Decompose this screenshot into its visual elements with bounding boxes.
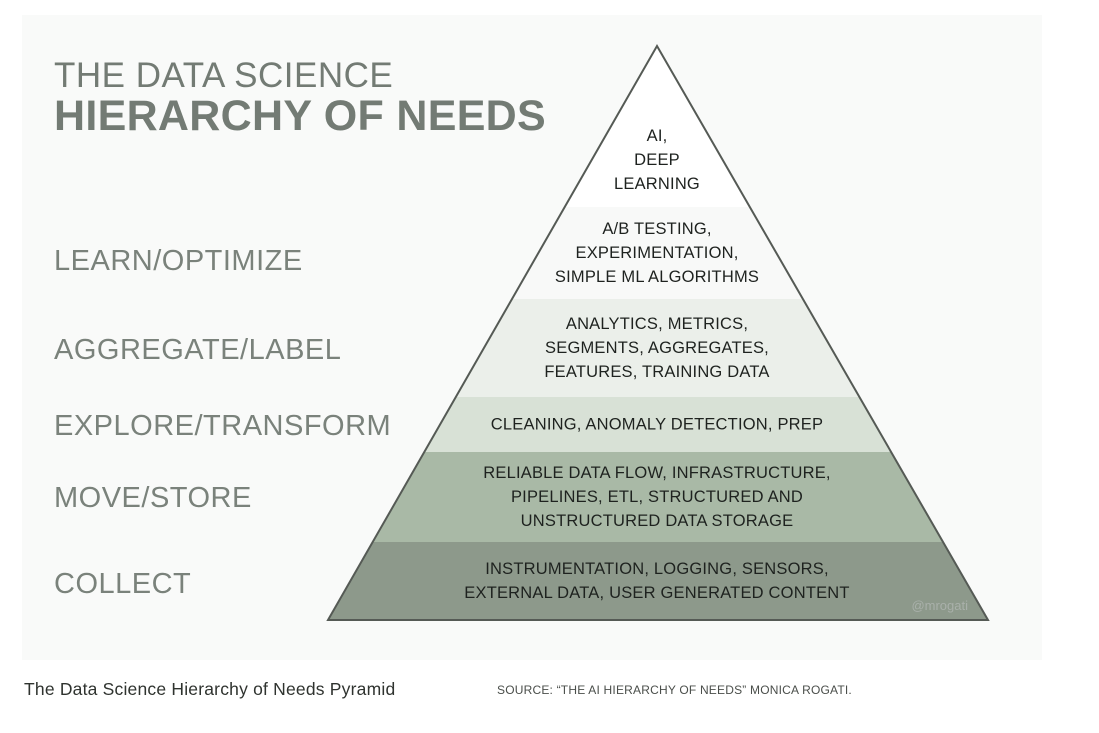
tier-text-instrumentation-line-2: EXTERNAL DATA, USER GENERATED CONTENT [464,584,849,602]
pyramid-tier-ab-testing [511,207,803,299]
tier-text-analytics-metrics-line-2: SEGMENTS, AGGREGATES, [545,339,769,357]
stage-label-collect: COLLECT [54,568,192,600]
tier-text-ab-testing-line-3: SIMPLE ML ALGORITHMS [555,268,759,286]
tier-text-ai-deep-learning-line-1: AI, [647,127,668,145]
title-line-1: THE DATA SCIENCE [54,56,394,95]
tier-text-reliable-data-flow-line-2: PIPELINES, ETL, STRUCTURED AND [511,488,803,506]
stage-label-move-store: MOVE/STORE [54,482,252,514]
tier-text-ab-testing-line-1: A/B TESTING, [602,220,711,238]
tier-text-analytics-metrics-line-3: FEATURES, TRAINING DATA [544,363,769,381]
figure-caption: The Data Science Hierarchy of Needs Pyra… [24,679,396,699]
tier-text-reliable-data-flow-line-1: RELIABLE DATA FLOW, INFRASTRUCTURE, [483,464,830,482]
title-line-2: HIERARCHY OF NEEDS [54,92,547,140]
pyramid-outline [326,43,990,621]
tier-text-reliable-data-flow-line-3: UNSTRUCTURED DATA STORAGE [521,512,794,530]
pyramid-tier-ai-deep-learning [564,46,750,207]
watermark-handle: @mrogati [911,598,968,613]
pyramid-tier-instrumentation [328,542,988,620]
tier-text-ai-deep-learning-line-3: LEARNING [614,175,700,193]
tier-text-ab-testing-line-2: EXPERIMENTATION, [575,244,738,262]
pyramid-tier-reliable-data-flow [372,452,944,542]
tier-text-instrumentation-line-1: INSTRUMENTATION, LOGGING, SENSORS, [485,560,829,578]
pyramid-tier-analytics-metrics [455,299,860,397]
tier-text-cleaning-line-1: CLEANING, ANOMALY DETECTION, PREP [491,416,823,434]
tier-text-analytics-metrics-line-1: ANALYTICS, METRICS, [566,315,748,333]
stage-label-aggregate-label: AGGREGATE/LABEL [54,334,342,366]
tier-text-ai-deep-learning-line-2: DEEP [634,151,680,169]
pyramid-tier-cleaning [424,397,892,452]
stage-label-learn-optimize: LEARN/OPTIMIZE [54,245,303,277]
stage-label-explore-transform: EXPLORE/TRANSFORM [54,410,392,442]
source-credit: SOURCE: “THE AI HIERARCHY OF NEEDS” MONI… [497,683,852,697]
